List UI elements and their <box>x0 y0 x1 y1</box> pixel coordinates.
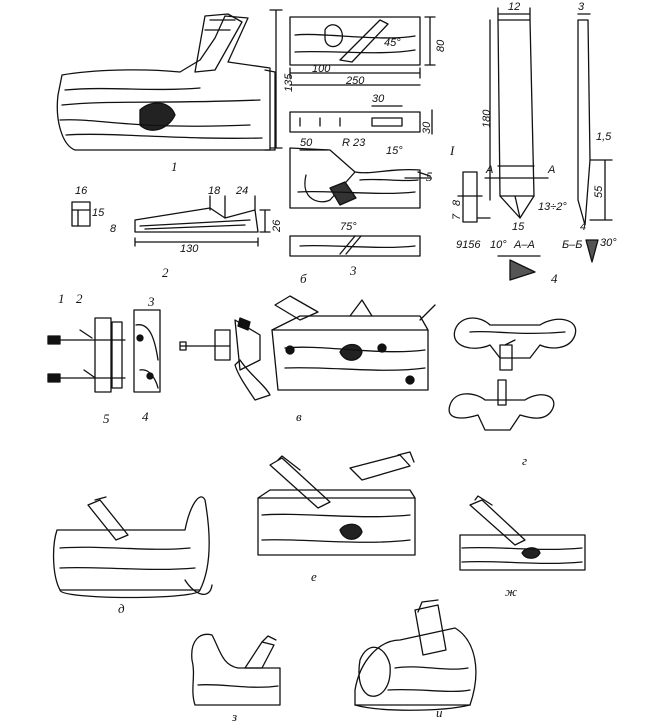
label-zh: ж <box>505 584 518 599</box>
clamp-label-1: 1 <box>58 291 65 306</box>
dim-18: 18 <box>208 185 221 197</box>
marker-i: I <box>450 143 455 158</box>
plane-z-drawing <box>191 633 281 706</box>
dim-1-5: 1,5 <box>596 131 612 143</box>
blade-side-view <box>577 13 613 263</box>
label-1: 1 <box>171 159 178 174</box>
dim-line-135 <box>269 9 283 149</box>
plane-i-drawing <box>354 599 477 711</box>
block-b-bottom-view <box>289 235 421 257</box>
label-b: б <box>300 271 307 286</box>
dim-26: 26 <box>271 219 283 232</box>
section-mark-a-left: А <box>486 164 494 176</box>
dim-30-top: 30 <box>372 93 385 105</box>
dim-10deg: 10° <box>490 239 507 251</box>
dim-45deg: 45° <box>384 37 401 49</box>
dim-75deg: 75° <box>340 221 357 233</box>
dim-4: 4 <box>580 221 587 233</box>
clamp-assembly-drawing <box>47 309 161 393</box>
section-aa: А–А <box>514 239 535 251</box>
plane-1-drawing <box>56 13 276 151</box>
label-z: з <box>232 709 238 724</box>
section-bb: Б–Б <box>562 239 583 251</box>
dim-7: 7 <box>451 213 463 220</box>
plane-zh-drawing <box>459 495 586 571</box>
dim-8-iron: 8 <box>110 223 117 235</box>
label-2: 2 <box>162 265 169 280</box>
blade-4-side-view <box>457 171 483 223</box>
label-e: е <box>311 569 317 584</box>
label-i: и <box>436 705 443 720</box>
dim-50: 50 <box>300 137 313 149</box>
dim-80: 80 <box>435 39 447 52</box>
label-d: д <box>118 601 125 616</box>
plane-v-drawing <box>271 295 436 391</box>
label-4: 4 <box>551 271 558 286</box>
plane-g-lower-drawing <box>448 379 555 431</box>
dim-8-blade: 8 <box>451 199 463 206</box>
dim-16: 16 <box>75 185 88 197</box>
label-3: 3 <box>350 263 357 278</box>
dim-30deg: 30° <box>600 237 617 249</box>
clamp-label-2: 2 <box>76 291 83 306</box>
iron-2-drawing <box>71 195 271 247</box>
clamp-label-3: 3 <box>148 294 155 309</box>
clamp-detail-drawing <box>179 317 271 401</box>
plane-d-drawing <box>52 496 213 599</box>
dim-3: 3 <box>578 1 585 13</box>
dim-250: 250 <box>346 75 365 87</box>
dim-100: 100 <box>312 63 331 75</box>
dim-15deg: 15° <box>386 145 403 157</box>
dim-55: 55 <box>593 185 605 198</box>
clamp-label-5: 5 <box>103 411 110 426</box>
plane-e-drawing <box>257 451 416 556</box>
dim-bevel: 13÷2° <box>538 201 567 213</box>
label-g: г <box>522 453 528 468</box>
dim-15-iron: 15 <box>92 207 105 219</box>
label-v: в <box>296 409 302 424</box>
section-mark-a-right: А <box>548 164 556 176</box>
blade-section-aa <box>497 255 541 281</box>
dim-r23: R 23 <box>342 137 366 149</box>
dim-12: 12 <box>508 1 521 13</box>
dim-15-blade: 15 <box>512 221 525 233</box>
dim-135: 135 <box>283 73 295 92</box>
dim-130: 130 <box>180 243 199 255</box>
block-b-side-view <box>289 16 436 86</box>
plane-g-upper-drawing <box>453 317 577 371</box>
callout-5: 5 <box>426 169 433 184</box>
dim-9156: 9156 <box>456 239 481 251</box>
dim-30-side: 30 <box>421 121 433 134</box>
dim-24: 24 <box>236 185 249 197</box>
clamp-label-4: 4 <box>142 409 149 424</box>
dim-180: 180 <box>481 109 493 128</box>
block-b-front-view <box>289 147 431 209</box>
blade-4-front-view <box>477 7 549 219</box>
block-b-top-view <box>289 105 433 135</box>
